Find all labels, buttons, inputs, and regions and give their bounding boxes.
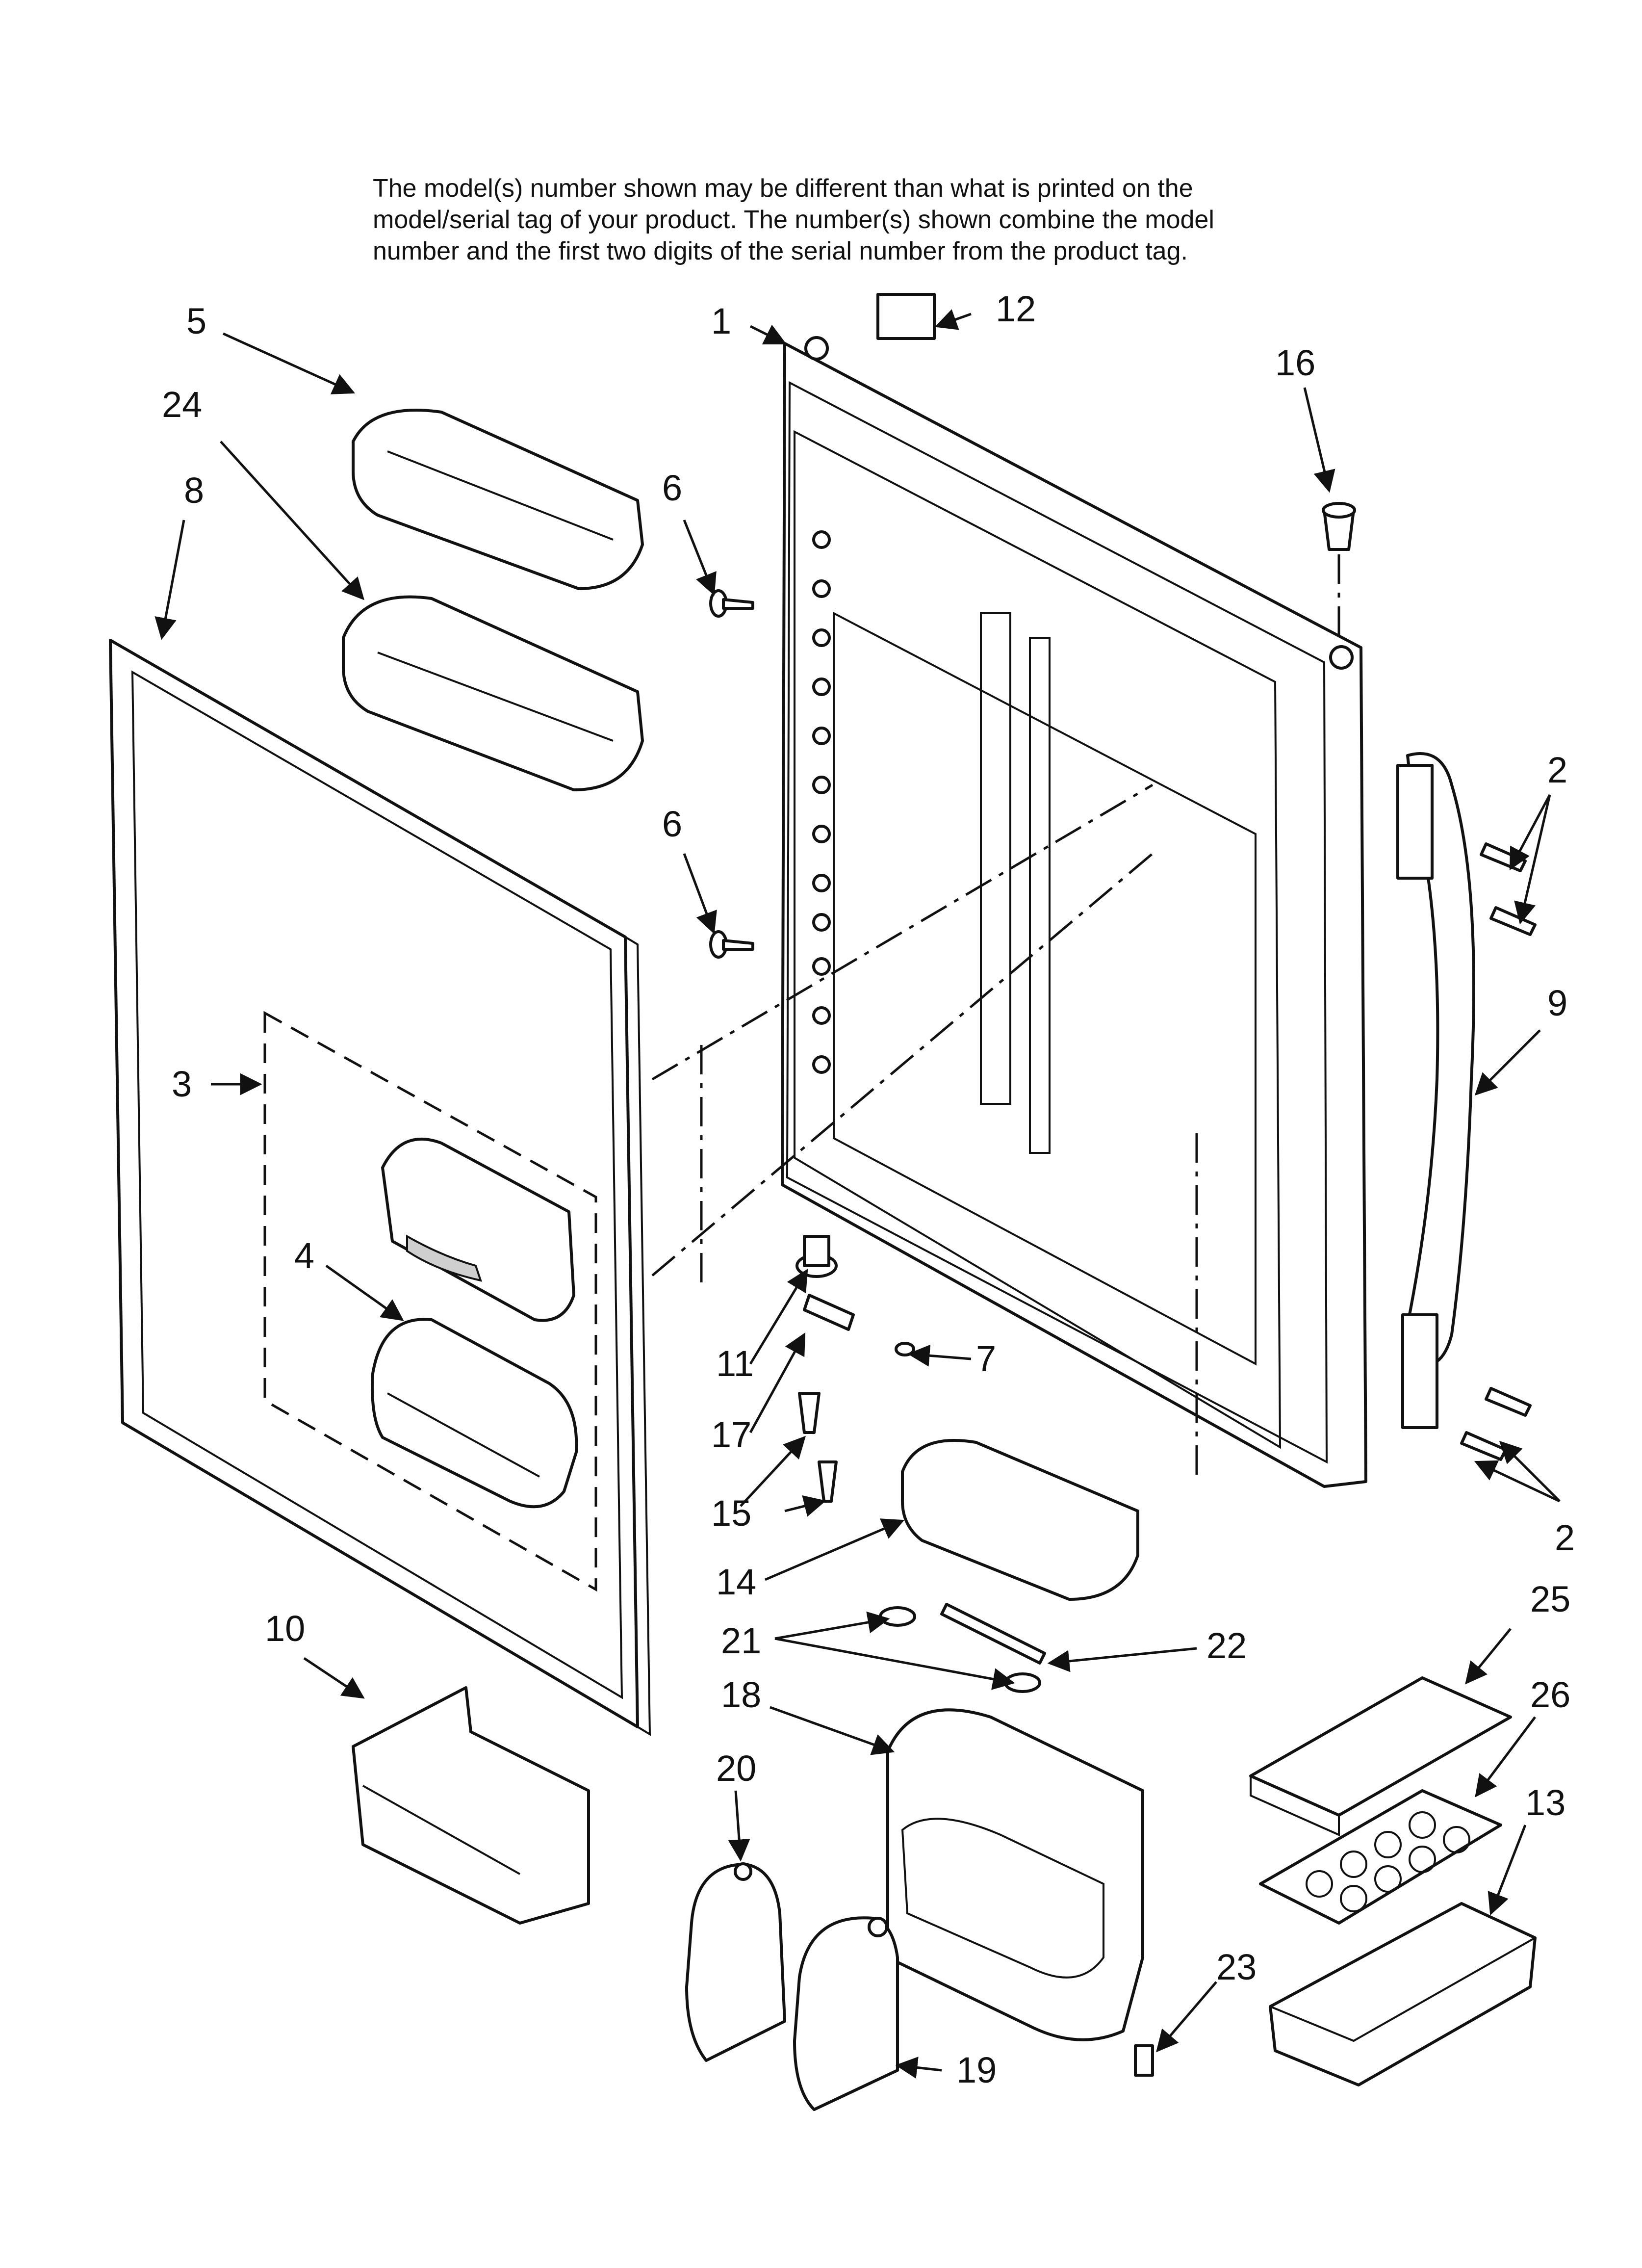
door-outer-panel	[109, 639, 651, 1736]
callout-20: 20	[716, 1748, 756, 1789]
note-line-2: model/serial tag of your product. The nu…	[373, 206, 1214, 234]
callout-6-upper: 6	[662, 468, 682, 508]
callout-21: 21	[721, 1620, 761, 1661]
callout-7: 7	[976, 1338, 996, 1379]
model-number-note: The model(s) number shown may be differe…	[373, 173, 1354, 267]
callout-4: 4	[294, 1235, 314, 1276]
callout-16: 16	[1275, 342, 1315, 383]
shelf-studs	[812, 530, 831, 1074]
callout-15: 15	[711, 1493, 751, 1534]
callout-23: 23	[1216, 1947, 1257, 1987]
callout-10: 10	[265, 1608, 305, 1649]
ice-tray-lid	[1249, 1676, 1512, 1837]
egg-tray	[1259, 1789, 1502, 1925]
callout-11: 11	[716, 1343, 754, 1384]
utility-bin	[352, 1686, 590, 1925]
leader-lines	[154, 309, 1561, 2079]
callout-3: 3	[172, 1064, 192, 1104]
callout-9: 9	[1547, 983, 1567, 1023]
callout-13: 13	[1525, 1782, 1565, 1823]
ice-bin-clip	[1134, 2044, 1154, 2077]
callout-12: 12	[996, 288, 1036, 329]
callout-18: 18	[721, 1674, 761, 1715]
callout-5: 5	[186, 301, 206, 341]
callout-1: 1	[711, 301, 731, 341]
door-liner	[781, 336, 1367, 1488]
note-line-1: The model(s) number shown may be differe…	[373, 174, 1193, 203]
door-bin-lower	[342, 595, 644, 791]
callout-24: 24	[162, 384, 202, 425]
callout-8: 8	[184, 470, 204, 511]
door-handle	[1396, 752, 1475, 1429]
callout-2-lower: 2	[1555, 1517, 1575, 1558]
callout-6-lower: 6	[662, 804, 682, 844]
callout-22: 22	[1206, 1625, 1247, 1666]
ice-bin-housing	[886, 1708, 1144, 2041]
mounting-screw-lower	[709, 930, 754, 959]
dispenser-area-outline	[263, 1011, 597, 1592]
product-label	[876, 293, 936, 340]
callout-numbers: 1 12 16 5 24 8 6 6 2 9 3 4 10 11 7 17 15…	[162, 288, 1575, 2090]
callout-2-upper: 2	[1547, 750, 1567, 790]
dispenser-cover-lower	[371, 1318, 578, 1509]
note-line-3: number and the first two digits of the s…	[373, 237, 1188, 265]
dispenser-brackets	[879, 1603, 1046, 1693]
lower-hinge	[795, 1235, 915, 1503]
callout-14: 14	[716, 1562, 756, 1602]
mounting-screw-upper	[709, 589, 754, 618]
door-bin-small	[901, 1439, 1139, 1601]
hinge-plug	[1322, 502, 1356, 643]
callout-17: 17	[711, 1414, 751, 1455]
callout-25: 25	[1530, 1579, 1570, 1619]
dispenser-cover-upper	[381, 1137, 575, 1322]
storage-bin-deep	[1269, 1902, 1537, 2086]
callout-26: 26	[1530, 1674, 1570, 1715]
callout-19: 19	[956, 2050, 997, 2090]
door-bin-upper	[352, 409, 644, 590]
dispenser-cap-left	[685, 1862, 786, 2062]
dispenser-cap-right	[793, 1916, 899, 2111]
